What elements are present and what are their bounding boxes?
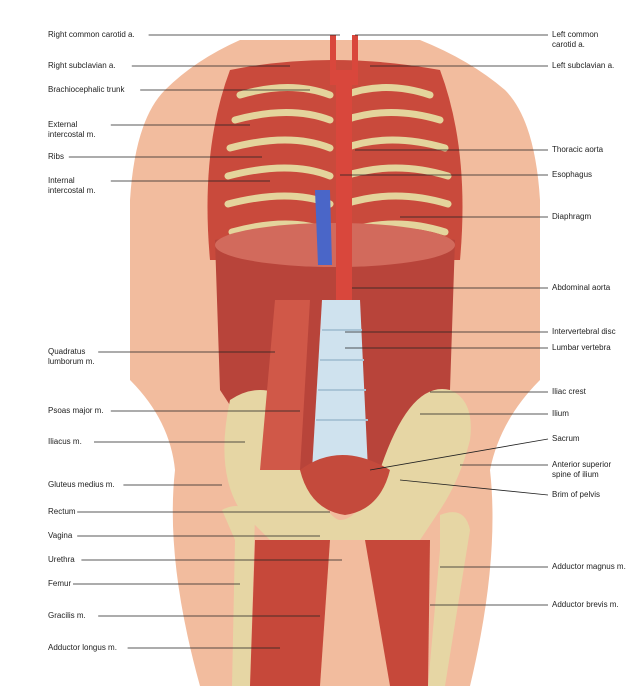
thigh-muscles-right [250, 540, 330, 686]
thoracic-aorta [336, 70, 352, 300]
label-thoracic-aorta: Thoracic aorta [552, 145, 604, 154]
label-abdominal-aorta: Abdominal aorta [552, 283, 611, 292]
label-gluteus-medius-m: Gluteus medius m. [48, 480, 115, 489]
femur-right [222, 506, 255, 686]
label-vagina: Vagina [48, 531, 73, 540]
label-right-common-carotid-a: Right common carotid a. [48, 30, 135, 39]
label-ilium: Ilium [552, 409, 569, 418]
label-sacrum: Sacrum [552, 434, 580, 443]
label-brim-of-pelvis: Brim of pelvis [552, 490, 601, 499]
label-adductor-brevis-m: Adductor brevis m. [552, 600, 619, 609]
label-left-subclavian-a: Left subclavian a. [552, 61, 615, 70]
label-right-subclavian-a: Right subclavian a. [48, 61, 116, 70]
label-diaphragm: Diaphragm [552, 212, 592, 221]
label-anterior-superior-spine-of-ilium: Anterior superior spine of ilium [552, 460, 612, 479]
label-quadratus-lumborum-m: Quadratus lumborum m. [48, 347, 95, 366]
pelvic-cavity [300, 455, 390, 515]
ribs [224, 84, 452, 236]
intervertebral-discs [316, 329, 368, 421]
label-urethra: Urethra [48, 555, 75, 564]
label-brachiocephalic-trunk: Brachiocephalic trunk [48, 85, 125, 94]
femur-left [428, 512, 470, 686]
label-rectum: Rectum [48, 507, 76, 516]
label-intervertebral-disc: Intervertebral disc [552, 327, 616, 336]
diaphragm [215, 223, 455, 267]
label-adductor-magnus-m: Adductor magnus m. [552, 562, 626, 571]
label-femur: Femur [48, 579, 72, 588]
label-psoas-major-m: Psoas major m. [48, 406, 104, 415]
label-lumbar-vertebra: Lumbar vertebra [552, 343, 611, 352]
thigh-muscles-left [365, 540, 430, 686]
label-internal-intercostal-m: Internal intercostal m. [48, 176, 96, 195]
label-external-intercostal-m: External intercostal m. [48, 120, 96, 139]
label-adductor-longus-m: Adductor longus m. [48, 643, 117, 652]
label-gracilis-m: Gracilis m. [48, 611, 86, 620]
inferior-vena-cava [315, 190, 332, 265]
left-carotid [352, 35, 358, 85]
lumbar-spine [312, 300, 368, 500]
label-esophagus: Esophagus [552, 170, 593, 179]
psoas [260, 300, 310, 470]
label-iliac-crest: Iliac crest [552, 387, 586, 396]
carotid-arteries [330, 35, 336, 85]
label-ribs: Ribs [48, 152, 65, 161]
label-iliacus-m: Iliacus m. [48, 437, 82, 446]
label-left-common-carotid-a: Left common carotid a. [552, 30, 599, 49]
